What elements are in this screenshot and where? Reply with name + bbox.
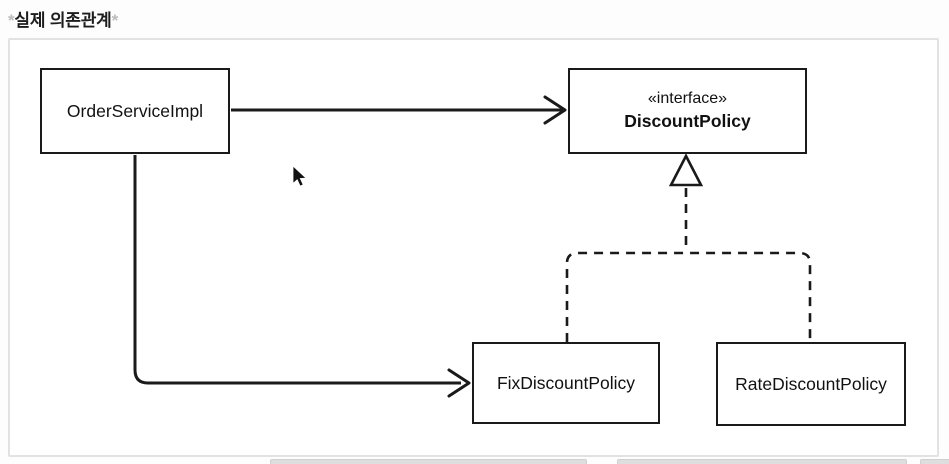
node-rate-discount-policy: RateDiscountPolicy (716, 342, 906, 426)
node-label: DiscountPolicy (624, 111, 751, 132)
page-title: *실제 의존관계* (8, 6, 118, 31)
clipped-bottom-bar (920, 459, 949, 464)
clipped-bottom-bar (270, 459, 587, 464)
clipped-bottom-bar (617, 459, 907, 464)
node-stereotype: «interface» (647, 90, 728, 108)
node-order-service-impl: OrderServiceImpl (40, 68, 230, 154)
page-title-text: 실제 의존관계 (14, 11, 112, 30)
title-asterisk-left: * (8, 11, 15, 30)
node-discount-policy: «interface» DiscountPolicy (568, 68, 807, 154)
node-fix-discount-policy: FixDiscountPolicy (472, 342, 660, 424)
node-label: RateDiscountPolicy (735, 373, 887, 394)
node-label: FixDiscountPolicy (496, 372, 636, 393)
node-label: OrderServiceImpl (66, 100, 204, 121)
title-asterisk-right: * (111, 11, 119, 30)
